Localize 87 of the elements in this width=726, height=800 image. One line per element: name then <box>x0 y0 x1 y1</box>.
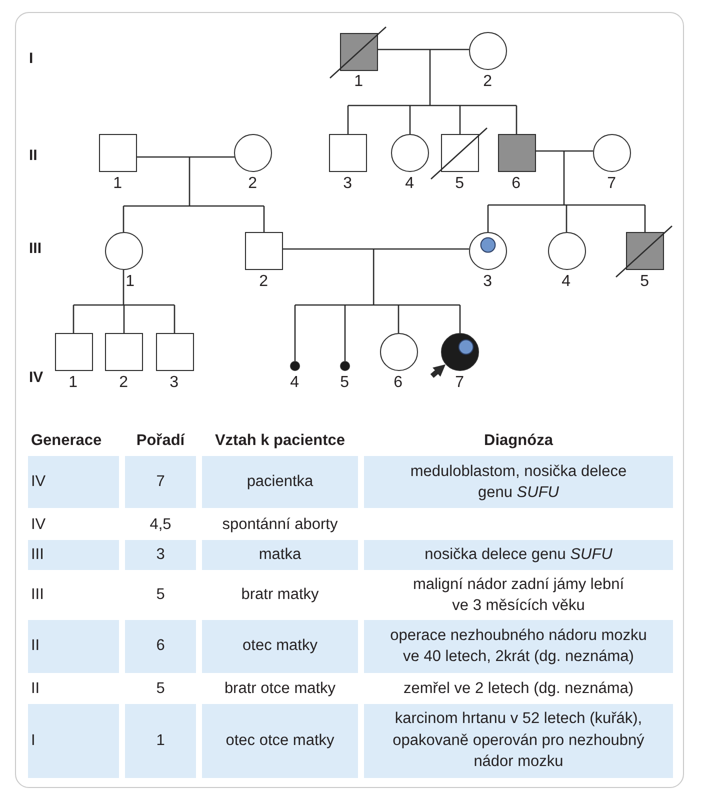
child-line <box>174 305 176 333</box>
individual-number: 3 <box>343 174 352 193</box>
individual-number: 5 <box>340 374 350 392</box>
table-cell: 1 <box>125 704 196 778</box>
child-line <box>344 305 346 361</box>
child-line <box>294 305 296 361</box>
individual-number: 5 <box>455 174 464 193</box>
order-number: 4,5 <box>150 515 172 536</box>
table-cell: IV <box>28 456 119 508</box>
pointer-arrow <box>430 364 446 378</box>
order-number: 5 <box>156 678 165 699</box>
table-cell: karcinom hrtanu v 52 letech (kuřák), opakovaně operován pro nezhoubný nádor mozku <box>364 704 673 778</box>
generation-numeral: I <box>29 50 34 68</box>
descent-line <box>429 50 431 106</box>
column-header: Diagnóza <box>484 431 553 452</box>
generation-numeral: III <box>31 585 44 606</box>
individual-number: 1 <box>126 272 135 291</box>
sibship-line <box>124 205 264 207</box>
child-line <box>459 305 461 333</box>
generation-numeral: III <box>29 240 42 258</box>
descent-line <box>563 151 565 205</box>
child-line <box>516 106 518 134</box>
generation-numeral: II <box>29 147 38 165</box>
individual-number: 6 <box>512 174 521 193</box>
individual-number: 3 <box>483 272 492 291</box>
child-line <box>398 305 400 333</box>
column-header: Vztah k pacientce <box>214 431 346 452</box>
marriage-line <box>137 156 234 158</box>
table-cell: 6 <box>125 620 196 672</box>
column-header: Generace <box>31 431 102 452</box>
table-cell: operace nezhoubného nádoru mozku ve 40 letech, 2krát (dg. neznáma) <box>364 620 673 672</box>
individual-number: 5 <box>640 272 650 291</box>
generation-numeral: II <box>31 678 40 699</box>
individual-number: 1 <box>113 174 122 193</box>
marriage-line <box>378 48 470 50</box>
marriage-line <box>283 248 470 250</box>
individual-number: 1 <box>68 374 78 392</box>
individual-number: 1 <box>354 73 364 92</box>
child-line <box>459 106 461 134</box>
child-line <box>263 206 265 232</box>
table-cell: otec otce matky <box>202 704 358 778</box>
child-line <box>72 305 74 333</box>
child-line <box>123 305 125 333</box>
sibship-line <box>295 304 460 306</box>
table-cell: matka <box>202 540 358 570</box>
table-cell: I <box>28 704 119 778</box>
individual-number: 7 <box>607 174 616 193</box>
individual-number: 4 <box>562 272 571 291</box>
table-cell: meduloblastom, nosička delece genu SUFU <box>364 456 673 508</box>
table-cell: 7 <box>125 456 196 508</box>
diagnosis-text: zemřel ve 2 letech (dg. neznáma) <box>403 678 634 699</box>
generation-numeral: IV <box>29 369 44 387</box>
sibship-line <box>74 304 174 306</box>
diagnosis-text: maligní nádor zadní jámy lební ve 3 měsících věku <box>412 574 626 616</box>
relation-text: bratr otce matky <box>224 678 336 699</box>
individual-number: 7 <box>455 374 464 392</box>
column-header: Pořadí <box>136 431 185 452</box>
table-cell: 3 <box>125 540 196 570</box>
individual-number: 3 <box>170 374 179 392</box>
descent-line <box>188 157 190 206</box>
individual-number: 2 <box>119 374 128 392</box>
individual-number: 4 <box>405 174 414 193</box>
child-line <box>122 206 124 232</box>
child-line <box>487 205 489 232</box>
sibship-line <box>488 204 645 206</box>
child-line <box>566 205 568 232</box>
table-cell: III <box>28 540 119 570</box>
marriage-line <box>536 150 594 152</box>
relation-text: bratr matky <box>241 585 319 606</box>
table-cell: pacientka <box>202 456 358 508</box>
individual-number: 2 <box>248 174 258 193</box>
individual-number: 6 <box>394 374 403 392</box>
relation-text: spontánní aborty <box>222 515 338 536</box>
individual-number: 2 <box>483 72 492 91</box>
table-cell: II <box>28 620 119 672</box>
individual-number: 4 <box>290 374 300 392</box>
table-cell: nosička delece genu SUFU <box>364 540 673 570</box>
descent-line <box>122 270 124 305</box>
sibship-line <box>348 104 516 106</box>
order-number: 5 <box>156 585 165 606</box>
child-line <box>347 106 349 134</box>
individual-number: 2 <box>259 272 268 291</box>
table-cell: otec matky <box>202 620 358 672</box>
descent-line <box>372 249 374 305</box>
child-line <box>409 106 411 134</box>
generation-numeral: IV <box>31 515 46 536</box>
child-line <box>644 205 646 232</box>
